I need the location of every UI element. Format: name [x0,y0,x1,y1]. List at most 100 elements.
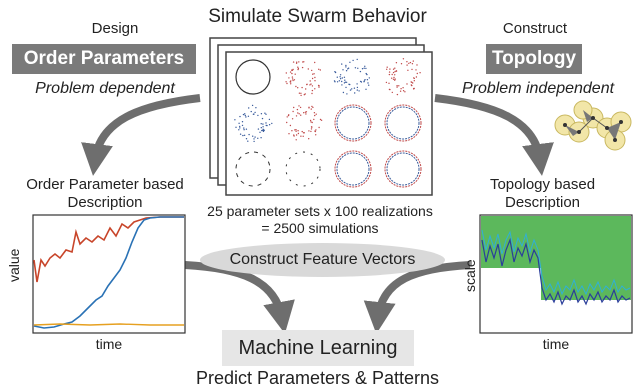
swarm-particle [297,132,300,135]
swarm-particle [245,138,248,140]
swarm-particle [292,68,294,71]
swarm-particle [392,71,395,74]
swarm-particle [291,78,294,80]
swarm-particle [248,133,250,136]
swarm-particle [389,88,391,91]
swarm-particle [364,65,366,68]
swarm-particle [365,88,367,91]
swarm-particle [254,111,256,114]
swarm-particle [388,82,390,85]
swarm-particle [268,124,271,126]
swarm-particle [402,58,405,60]
swarm-particle [255,107,257,109]
swarm-particle [320,119,323,122]
swarm-particle [395,62,398,64]
swarm-particle [353,87,356,89]
swarm-particle [306,83,308,86]
swarm-particle [347,67,350,69]
swarm-particle [257,114,259,117]
swarm-particle [289,81,292,83]
swarm-particle [310,128,313,130]
swarm-particle [368,84,370,86]
swarm-particle [311,92,313,95]
swarm-particle [368,77,370,79]
swarm-particle [308,130,310,132]
swarm-particle [247,115,250,118]
swarm-particle [315,134,317,136]
swarm-particle [299,106,302,109]
swarm-particle [311,77,314,80]
swarm-ring-icon [386,152,420,186]
swarm-particle [366,79,369,81]
swarm-particle [265,122,267,124]
swarm-particle [352,59,354,62]
swarm-particle [310,121,312,123]
right-chart-ylabel: scale [462,259,478,292]
swarm-particle [295,85,297,88]
swarm-particle [341,80,343,83]
swarm-particle [251,104,254,107]
swarm-particle [298,105,300,107]
swarm-particle [297,68,299,71]
left-description-line1: Order Parameter based [26,176,184,193]
swarm-particle [385,81,388,84]
machine-learning-step: Machine Learning [222,330,414,366]
swarm-particle [260,137,262,139]
swarm-particle [415,76,418,78]
swarm-particle [266,124,268,127]
swarm-particle [297,87,299,89]
topology-series-line [481,237,631,306]
swarm-particle [313,118,315,121]
realizations-line1: 25 parameter sets x 100 realizations [207,203,433,219]
feature-vectors-step: Construct Feature Vectors [200,243,445,277]
swarm-particle [336,76,338,78]
swarm-particle [393,76,395,79]
swarm-particle [313,112,316,114]
swarm-particle [241,121,244,123]
swarm-particle [286,82,288,85]
swarm-particle [342,91,345,94]
swarm-particle [293,79,296,81]
swarm-particle [286,121,288,124]
swarm-particle [413,77,415,79]
swarm-particle [319,69,321,71]
swarm-particle [262,126,264,128]
swarm-particle [260,127,262,129]
swarm-particle [394,79,396,81]
swarm-particle [293,134,295,136]
swarm-particle [298,92,301,94]
swarm-particle [301,86,303,89]
swarm-particle [364,79,366,81]
swarm-particle [259,131,261,133]
swarm-particle [314,88,316,90]
swarm-particle [318,85,320,87]
swarm-particle [339,74,342,76]
swarm-particle [238,129,240,131]
swarm-ring-icon [235,151,271,187]
swarm-particle [295,129,297,131]
swarm-particle [407,69,409,72]
swarm-particle [312,106,314,109]
swarm-particle [243,129,245,131]
right-subtitle: Problem independent [461,80,615,97]
swarm-particle [318,68,320,71]
swarm-particle [311,89,314,92]
swarm-particle [410,84,412,86]
order-parameters-banner: Order Parameters [12,44,196,74]
swarm-particle [356,58,358,61]
swarm-particle [235,126,237,128]
swarm-particle [305,113,307,115]
swarm-particle [345,81,348,84]
swarm-particle [396,86,398,88]
swarm-particle [345,64,347,67]
swarm-particle [271,122,273,125]
swarm-ring-icon [384,104,422,142]
swarm-particle [292,79,294,82]
swarm-particle [404,91,406,93]
swarm-particle [341,77,343,79]
swarm-particle [297,67,300,70]
swarm-particle [395,70,398,72]
right-caption: Construct [502,20,568,37]
swarm-particle [310,130,312,133]
swarm-particle [244,114,246,117]
